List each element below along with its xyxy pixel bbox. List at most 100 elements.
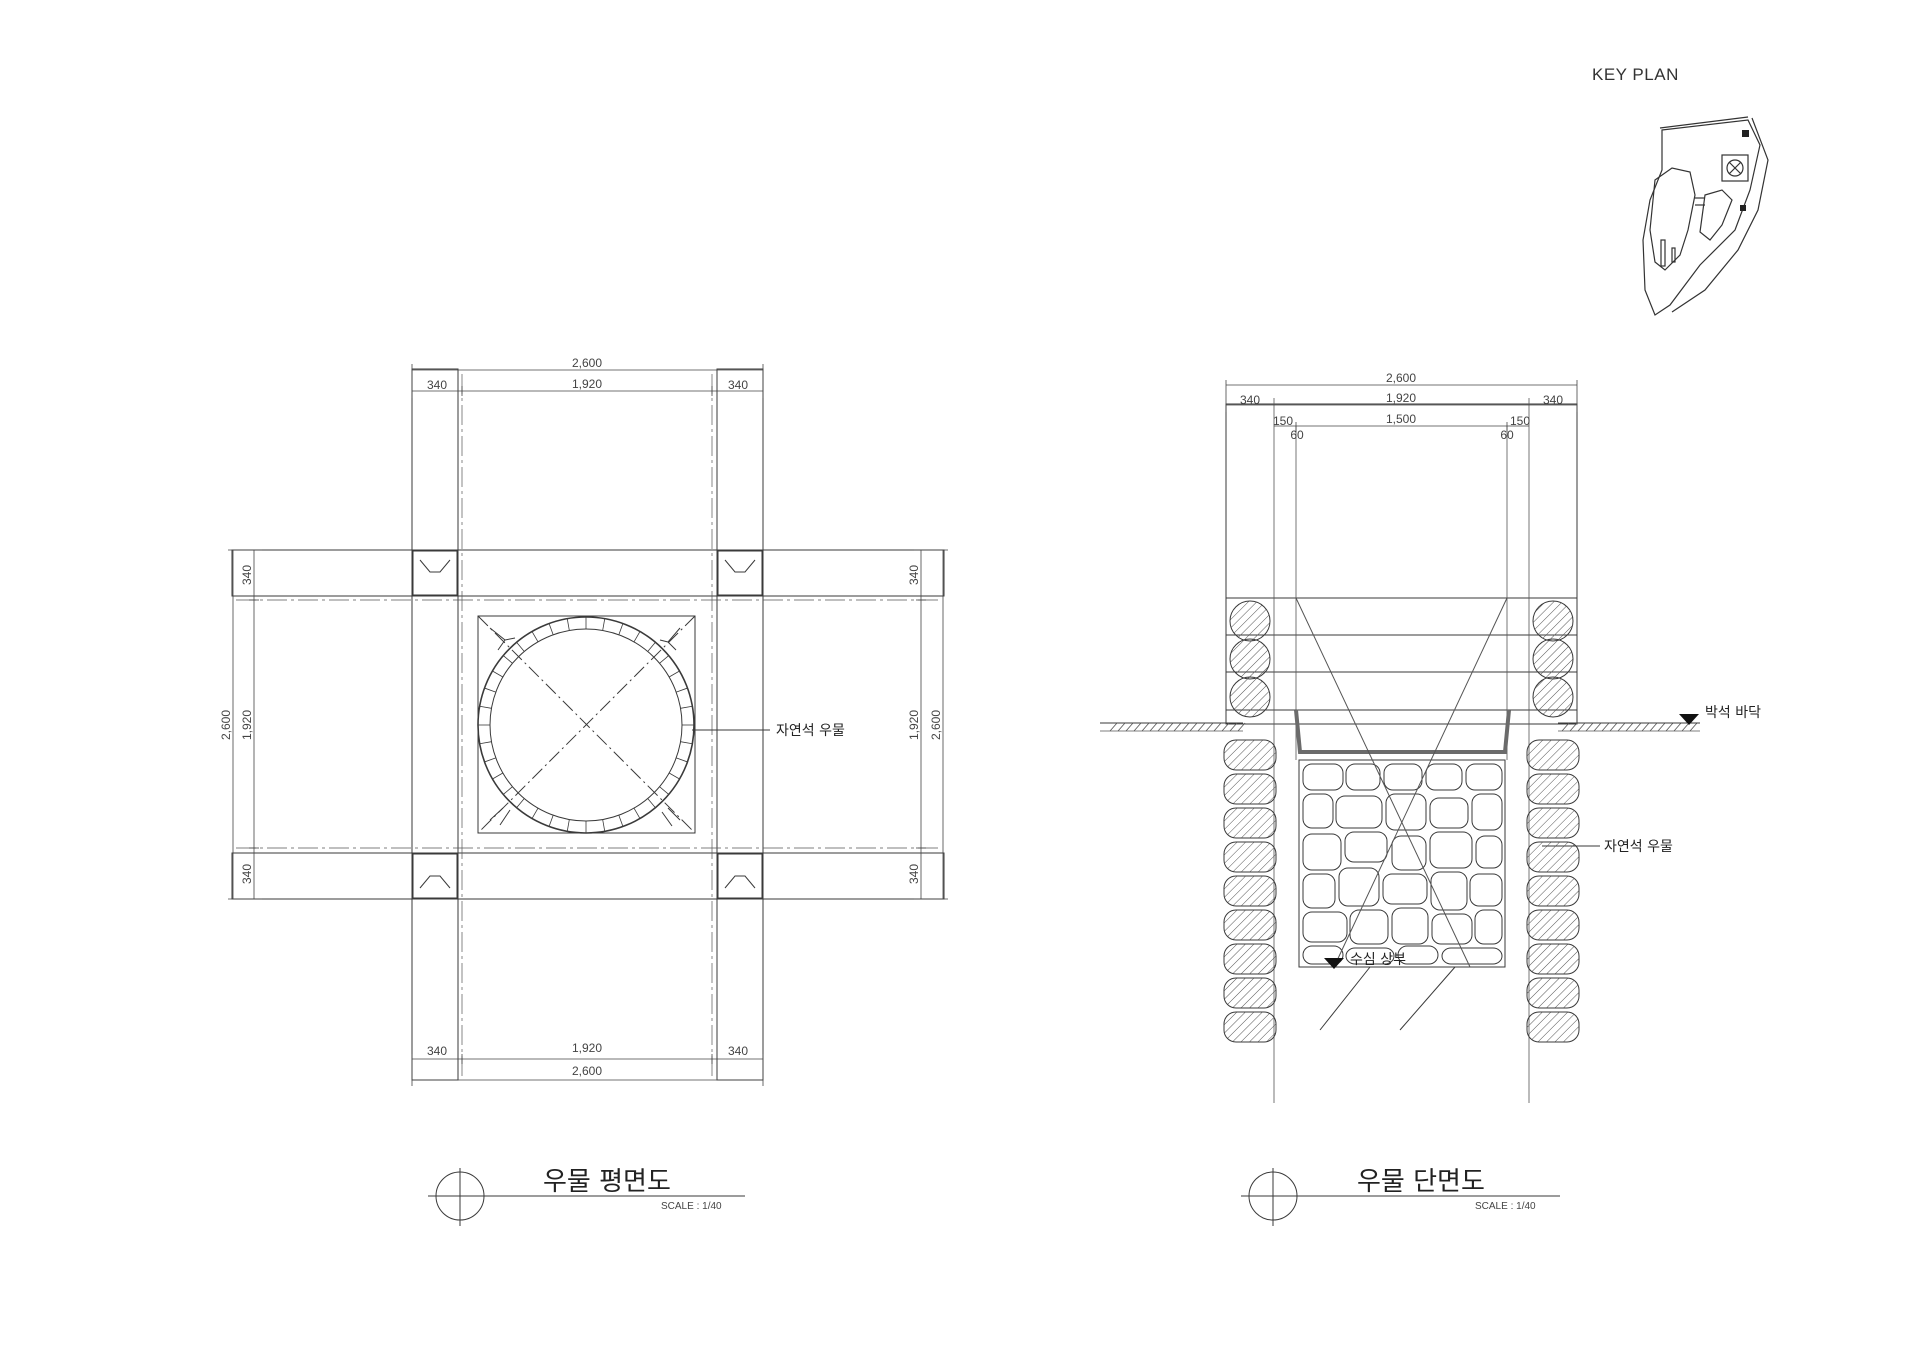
well-stone-joint bbox=[479, 741, 492, 745]
log-block bbox=[1223, 1011, 1277, 1043]
well-stone-joint bbox=[668, 772, 680, 780]
well-stone-joint bbox=[516, 642, 525, 652]
well-stone bbox=[1441, 947, 1503, 965]
well-stone-joint bbox=[566, 819, 570, 832]
log-block bbox=[1223, 773, 1277, 805]
ground-tick bbox=[1189, 722, 1198, 732]
well-stone bbox=[1430, 871, 1468, 911]
well-stone bbox=[1383, 763, 1423, 791]
log-block bbox=[1526, 977, 1580, 1009]
log-end bbox=[1229, 638, 1271, 680]
well-stone-joint bbox=[503, 786, 513, 795]
ground-tick bbox=[1665, 722, 1674, 732]
ground-tick bbox=[1205, 722, 1214, 732]
section-dim-liner-right: 60 bbox=[1500, 428, 1514, 442]
plan-beam-bottom bbox=[231, 852, 945, 900]
well-stone bbox=[1397, 945, 1439, 965]
section-view bbox=[1100, 380, 1700, 1103]
well-stone bbox=[1429, 797, 1469, 829]
ground-tick bbox=[1221, 722, 1230, 732]
log-block bbox=[1526, 841, 1580, 873]
well-stone bbox=[1349, 909, 1389, 945]
well-stone bbox=[1469, 873, 1503, 907]
plan-dim-overall-right: 2,600 bbox=[929, 710, 943, 740]
key-plan-marker-icon bbox=[1742, 130, 1749, 137]
ground-tick bbox=[1213, 722, 1222, 732]
section-label-well: 자연석 우물 bbox=[1604, 839, 1673, 855]
well-stone bbox=[1345, 947, 1395, 965]
log-block bbox=[1526, 773, 1580, 805]
well-stone bbox=[1302, 911, 1348, 943]
plan-dim-side-top-right: 340 bbox=[728, 378, 748, 392]
plan-dim-side-left-bottom: 340 bbox=[240, 864, 254, 884]
well-stone-joint bbox=[531, 807, 539, 819]
ground-tick bbox=[1133, 722, 1142, 732]
plan-beam-left bbox=[411, 368, 459, 1081]
well-stone-joint bbox=[659, 655, 669, 664]
log-block bbox=[1526, 909, 1580, 941]
section-dim-mid: 1,920 bbox=[1386, 391, 1416, 405]
ground-tick bbox=[1681, 722, 1690, 732]
plan-well-stones bbox=[478, 617, 694, 833]
section-scale: SCALE : 1/40 bbox=[1475, 1201, 1536, 1212]
plan-view bbox=[228, 364, 948, 1086]
section-dim-side-right: 340 bbox=[1543, 393, 1563, 407]
well-stone-joint bbox=[618, 815, 624, 827]
section-ground-hatch bbox=[1100, 722, 1700, 732]
section-label-water: 수심 상부 bbox=[1350, 952, 1406, 968]
well-stone-joint bbox=[676, 687, 688, 693]
section-stones bbox=[1302, 763, 1503, 965]
ground-tick bbox=[1149, 722, 1158, 732]
section-frame bbox=[1225, 403, 1578, 725]
well-stone bbox=[1302, 763, 1344, 791]
ground-tick bbox=[1649, 722, 1658, 732]
plan-dim-inner-right: 1,920 bbox=[907, 710, 921, 740]
key-plan: KEY PLAN bbox=[1592, 65, 1769, 316]
well-stone-joint bbox=[602, 819, 606, 832]
section-title-block: 우물 단면도 SCALE : 1/40 bbox=[1241, 1167, 1560, 1226]
well-stone-joint bbox=[633, 631, 641, 643]
log-block bbox=[1223, 943, 1277, 975]
section-dim-wall-right: 150 bbox=[1510, 414, 1530, 428]
well-stone-joint bbox=[680, 741, 693, 745]
plan-dim-side-right-top: 340 bbox=[907, 565, 921, 585]
well-stone-joint bbox=[492, 772, 504, 780]
well-stone bbox=[1471, 793, 1503, 831]
plan-dim-overall-left: 2,600 bbox=[219, 710, 233, 740]
log-block bbox=[1526, 875, 1580, 907]
well-stone-joint bbox=[602, 618, 606, 631]
well-stone bbox=[1425, 763, 1463, 791]
well-stone-joint bbox=[566, 618, 570, 631]
well-stone bbox=[1338, 867, 1380, 907]
well-stone-joint bbox=[484, 757, 496, 763]
plan-title-block: 우물 평면도 SCALE : 1/40 bbox=[428, 1167, 745, 1226]
well-stone-joint bbox=[633, 807, 641, 819]
well-stone-joint bbox=[503, 655, 513, 664]
section-log-stack bbox=[1223, 600, 1580, 1043]
ground-tick bbox=[1593, 722, 1602, 732]
well-stone bbox=[1475, 835, 1503, 869]
key-plan-marker-icon bbox=[1740, 205, 1746, 211]
plan-beam-top bbox=[231, 549, 945, 597]
well-stone bbox=[1385, 793, 1427, 831]
well-stone-joint bbox=[516, 798, 525, 808]
well-stone bbox=[1344, 831, 1388, 863]
well-stone-joint bbox=[676, 757, 688, 763]
key-plan-map bbox=[1642, 116, 1769, 316]
log-block bbox=[1526, 943, 1580, 975]
ground-tick bbox=[1229, 722, 1238, 732]
log-end bbox=[1532, 638, 1574, 680]
ground-tick bbox=[1117, 722, 1126, 732]
well-stone-joint bbox=[659, 786, 669, 795]
well-stone-joint bbox=[647, 798, 656, 808]
log-block bbox=[1223, 875, 1277, 907]
log-end bbox=[1229, 676, 1271, 718]
key-plan-title: KEY PLAN bbox=[1592, 65, 1679, 84]
section-dim-overall: 2,600 bbox=[1386, 371, 1416, 385]
well-stone-joint bbox=[548, 815, 554, 827]
log-end bbox=[1532, 600, 1574, 642]
plan-dim-side-top-left: 340 bbox=[427, 378, 447, 392]
ground-tick bbox=[1561, 722, 1570, 732]
ground-tick bbox=[1141, 722, 1150, 732]
